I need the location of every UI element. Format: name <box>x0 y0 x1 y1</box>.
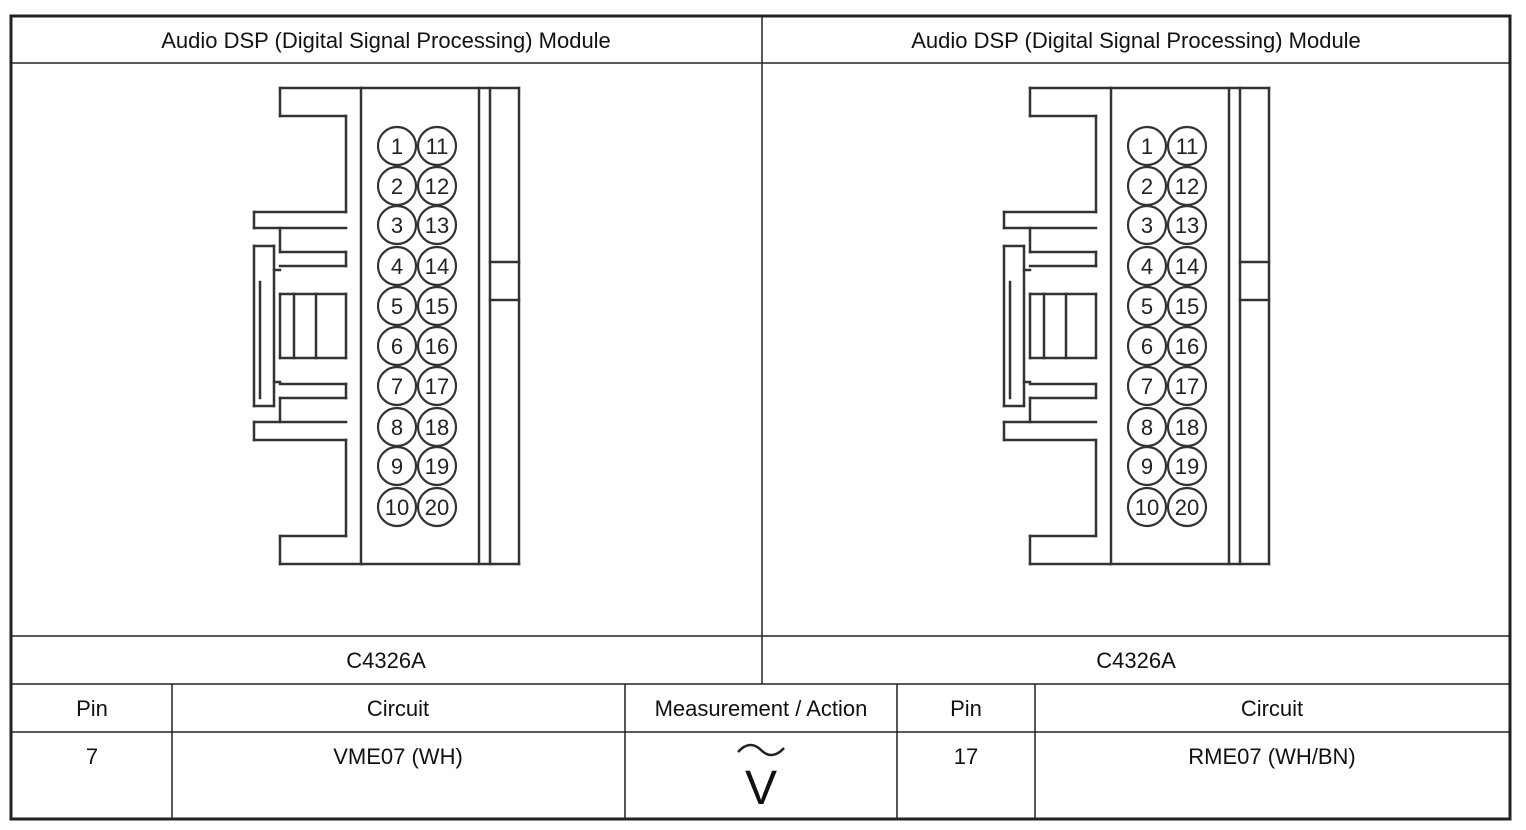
pin-label-3-left: 3 <box>391 213 403 238</box>
pin-label-18-right: 18 <box>1175 415 1199 440</box>
panel-title-left: Audio DSP (Digital Signal Processing) Mo… <box>161 28 611 53</box>
connector-housing-outline <box>252 86 521 566</box>
pin-label-11-left: 11 <box>426 134 449 159</box>
pin-label-10-right: 10 <box>1135 495 1159 520</box>
pin-9-right <box>1126 445 1168 487</box>
pin-3-left <box>376 204 418 246</box>
pin-19-right <box>1166 445 1208 487</box>
pin-label-20-left: 20 <box>425 495 449 520</box>
pin-label-19-left: 19 <box>425 454 449 479</box>
pin-5-left <box>376 285 418 327</box>
pin-label-13-right: 13 <box>1175 213 1199 238</box>
pin-label-3-right: 3 <box>1141 213 1153 238</box>
pin-label-9-left: 9 <box>391 454 403 479</box>
pin-15-right <box>1166 285 1208 327</box>
pin-label-6-left: 6 <box>391 334 403 359</box>
pin-label-14-left: 14 <box>425 254 449 279</box>
pin-14-left <box>416 245 458 287</box>
row-circuit-a: VME07 (WH) <box>333 744 463 769</box>
header-pin-a: Pin <box>76 696 108 721</box>
pin-13-left <box>416 204 458 246</box>
pin-label-10-left: 10 <box>385 495 409 520</box>
pin-label-20-right: 20 <box>1175 495 1199 520</box>
pin-7-left <box>376 365 418 407</box>
pin-label-7-left: 7 <box>391 374 403 399</box>
pin-16-left <box>416 325 458 367</box>
pin-label-5-left: 5 <box>391 294 403 319</box>
pin-label-9-right: 9 <box>1141 454 1153 479</box>
pin-3-right <box>1126 204 1168 246</box>
pin-6-right <box>1126 325 1168 367</box>
pin-label-5-right: 5 <box>1141 294 1153 319</box>
pin-9-left <box>376 445 418 487</box>
pin-label-1-left: 1 <box>391 134 403 159</box>
pin-label-15-left: 15 <box>425 294 449 319</box>
pin-label-17-right: 17 <box>1175 374 1199 399</box>
header-circuit-b: Circuit <box>1241 696 1303 721</box>
pin-label-2-left: 2 <box>391 174 403 199</box>
pin-1-left <box>376 125 418 167</box>
header-pin-b: Pin <box>950 696 982 721</box>
pin-20-right <box>1166 486 1208 528</box>
pin-label-8-right: 8 <box>1141 415 1153 440</box>
pin-6-left <box>376 325 418 367</box>
pin-label-16-right: 16 <box>1175 334 1199 359</box>
pin-label-4-right: 4 <box>1141 254 1153 279</box>
pin-15-left <box>416 285 458 327</box>
pin-label-12-left: 12 <box>425 174 449 199</box>
pin-label-12-right: 12 <box>1175 174 1199 199</box>
pin-11-right <box>1166 125 1208 167</box>
connector-id-right: C4326A <box>1096 648 1176 673</box>
pin-label-19-right: 19 <box>1175 454 1199 479</box>
pin-label-2-right: 2 <box>1141 174 1153 199</box>
pin-14-right <box>1166 245 1208 287</box>
row-pin-a: 7 <box>86 744 98 769</box>
pin-4-left <box>376 245 418 287</box>
pin-label-16-left: 16 <box>425 334 449 359</box>
pin-13-right <box>1166 204 1208 246</box>
pin-10-right <box>1126 486 1168 528</box>
pin-7-right <box>1126 365 1168 407</box>
connector-id-left: C4326A <box>346 648 426 673</box>
pin-19-left <box>416 445 458 487</box>
pin-label-7-right: 7 <box>1141 374 1153 399</box>
pin-label-13-left: 13 <box>425 213 449 238</box>
pin-11-left <box>416 125 458 167</box>
pin-label-8-left: 8 <box>391 415 403 440</box>
pin-label-4-left: 4 <box>391 254 403 279</box>
connector-housing-outline <box>1002 86 1271 566</box>
pin-label-14-right: 14 <box>1175 254 1199 279</box>
pin-17-left <box>416 365 458 407</box>
pin-label-18-left: 18 <box>425 415 449 440</box>
ac-voltage-icon: V <box>737 743 785 815</box>
header-circuit-a: Circuit <box>367 696 429 721</box>
pin-label-17-left: 17 <box>425 374 449 399</box>
pin-5-right <box>1126 285 1168 327</box>
pin-10-left <box>376 486 418 528</box>
voltage-symbol: V <box>745 762 777 815</box>
row-pin-b: 17 <box>954 744 978 769</box>
pin-4-right <box>1126 245 1168 287</box>
pin-label-6-right: 6 <box>1141 334 1153 359</box>
header-measurement: Measurement / Action <box>655 696 868 721</box>
row-circuit-b: RME07 (WH/BN) <box>1188 744 1355 769</box>
panel-title-right: Audio DSP (Digital Signal Processing) Mo… <box>911 28 1361 53</box>
pin-label-1-right: 1 <box>1141 134 1153 159</box>
pin-label-15-right: 15 <box>1175 294 1199 319</box>
table-grid <box>9 14 1512 821</box>
pin-label-11-right: 11 <box>1176 134 1199 159</box>
pin-17-right <box>1166 365 1208 407</box>
pin-20-left <box>416 486 458 528</box>
pin-1-right <box>1126 125 1168 167</box>
pin-16-right <box>1166 325 1208 367</box>
